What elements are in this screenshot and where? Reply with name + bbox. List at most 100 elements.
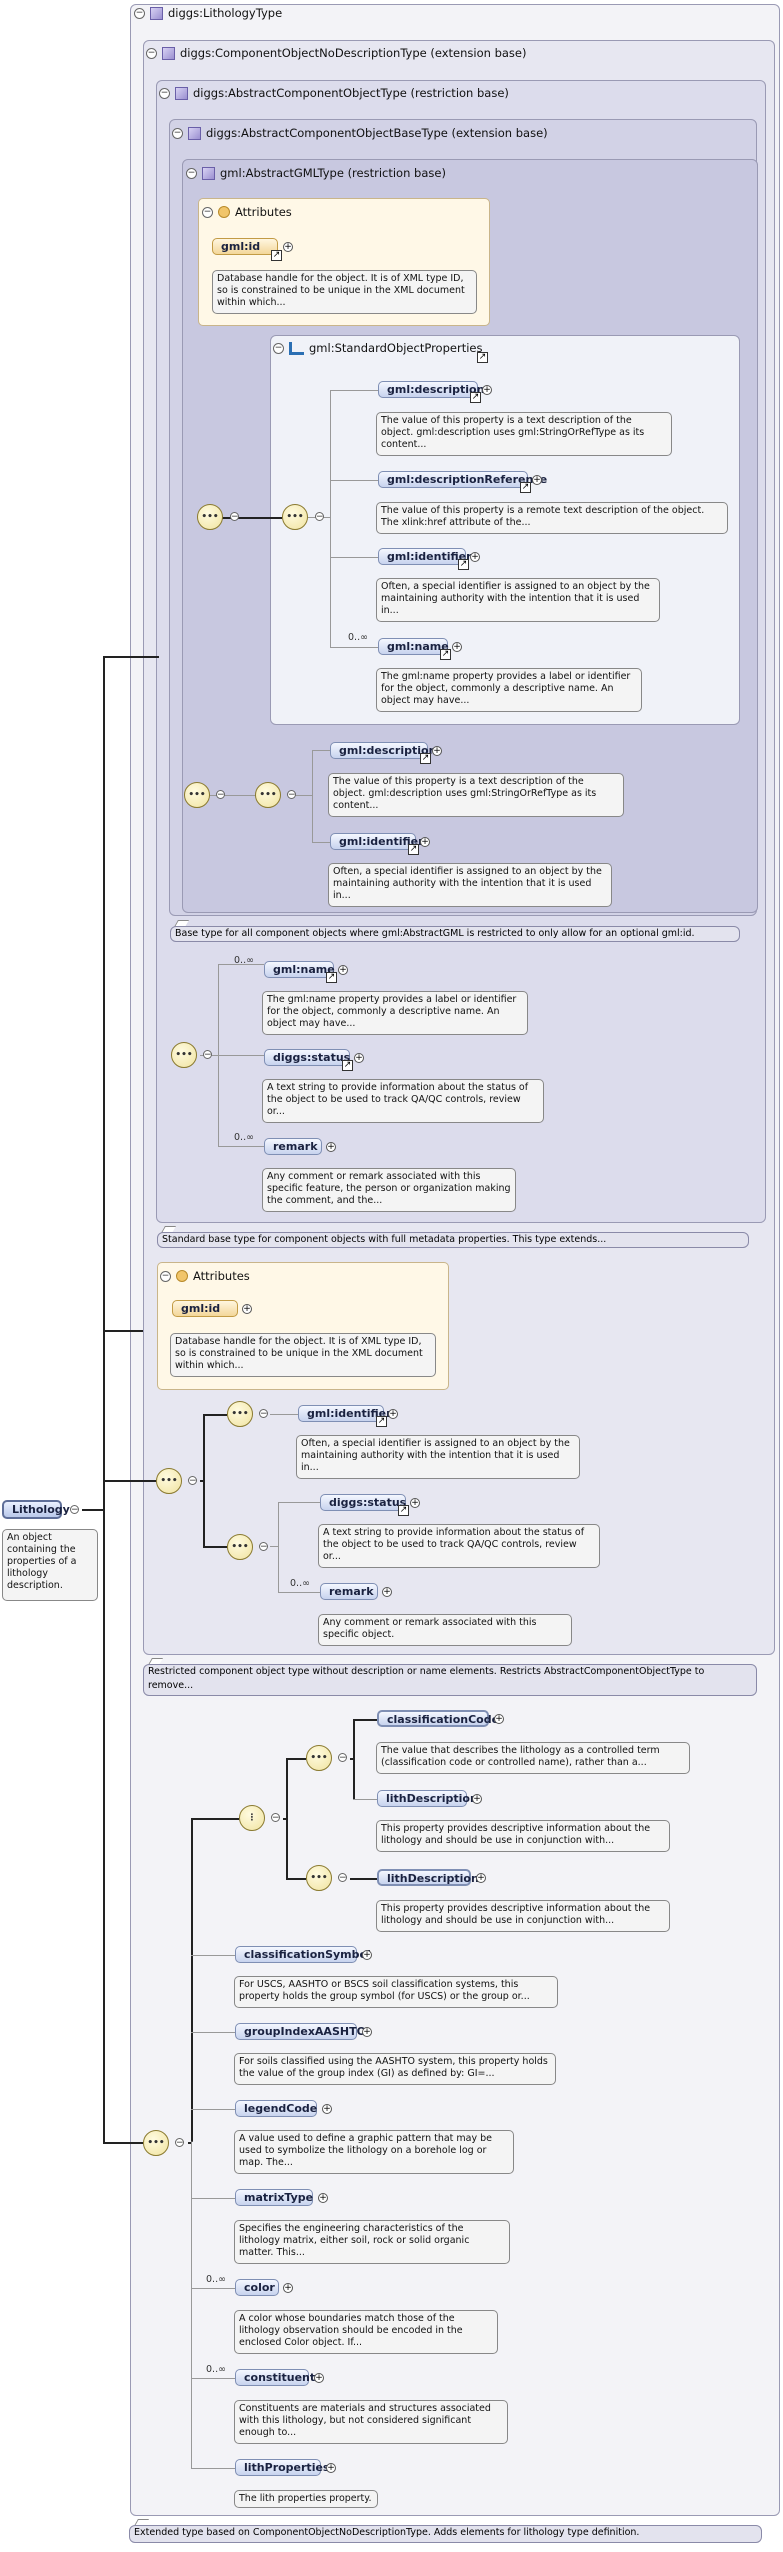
attribute-icon (218, 206, 230, 218)
attributes-header[interactable]: − Attributes (160, 1268, 250, 1284)
collapse-icon[interactable]: − (259, 1542, 268, 1552)
collapse-icon[interactable]: − (203, 1050, 212, 1060)
lith-description-element[interactable]: lithDescription (377, 1790, 478, 1807)
expand-plus-icon[interactable]: + (432, 746, 442, 756)
expand-plus-icon[interactable]: + (318, 2193, 328, 2203)
lithology-type-header[interactable]: − diggs:LithologyType (134, 5, 282, 21)
expand-plus-icon[interactable]: + (410, 1498, 420, 1508)
collapse-icon[interactable]: − (175, 2138, 184, 2148)
expand-plus-icon[interactable]: + (470, 552, 480, 562)
link-arrow-icon[interactable]: ↗ (520, 482, 531, 493)
collapse-icon[interactable]: − (271, 1813, 280, 1823)
lith-description-doc: This property provides descriptive infor… (376, 1820, 670, 1852)
expand-plus-icon[interactable]: + (326, 2463, 336, 2473)
remark-element[interactable]: remark (320, 1583, 378, 1600)
link-arrow-icon[interactable]: ↗ (470, 392, 481, 403)
gml-name-element[interactable]: gml:name (264, 961, 335, 978)
lith-properties-element[interactable]: lithProperties (235, 2459, 329, 2476)
diggs-status-element[interactable]: diggs:status (320, 1494, 406, 1511)
std-object-props-header[interactable]: − gml:StandardObjectProperties (273, 340, 482, 356)
component-no-desc-header[interactable]: − diggs:ComponentObjectNoDescriptionType… (146, 45, 527, 61)
link-arrow-icon[interactable]: ↗ (342, 1060, 353, 1071)
group-title: gml:StandardObjectProperties (309, 341, 483, 355)
occurrence-label: 0..∞ (234, 1132, 254, 1143)
collapse-icon[interactable]: − (202, 206, 213, 218)
expand-plus-icon[interactable]: + (354, 1053, 364, 1063)
abstract-gml-header[interactable]: − gml:AbstractGMLType (restriction base) (186, 165, 446, 181)
classification-symbol-element[interactable]: classificationSymbol (235, 1946, 371, 1963)
link-arrow-icon[interactable]: ↗ (398, 1505, 409, 1516)
expand-plus-icon[interactable]: + (476, 1873, 486, 1883)
expand-plus-icon[interactable]: + (482, 385, 492, 395)
abstract-component-base-header[interactable]: − diggs:AbstractComponentObjectBaseType … (172, 125, 548, 141)
diggs-status-doc: A text string to provide information abo… (318, 1524, 600, 1568)
expand-plus-icon[interactable]: + (420, 837, 430, 847)
collapse-icon[interactable]: − (230, 512, 239, 522)
link-arrow-icon[interactable]: ↗ (440, 649, 451, 660)
gml-description-element[interactable]: gml:description (378, 381, 484, 398)
collapse-icon[interactable]: − (160, 1270, 171, 1282)
collapse-icon[interactable]: − (134, 7, 145, 19)
expand-plus-icon[interactable]: + (283, 2283, 293, 2293)
expand-plus-icon[interactable]: + (472, 1794, 482, 1804)
expand-plus-icon[interactable]: + (494, 1714, 504, 1724)
collapse-icon[interactable]: − (172, 127, 183, 139)
collapse-icon[interactable]: − (146, 47, 157, 59)
expand-plus-icon[interactable]: + (382, 1587, 392, 1597)
link-arrow-icon[interactable]: ↗ (326, 972, 337, 983)
link-arrow-icon[interactable]: ↗ (271, 250, 282, 261)
link-arrow-icon[interactable]: ↗ (408, 844, 419, 855)
remark-element[interactable]: remark (264, 1138, 322, 1155)
collapse-icon[interactable]: − (273, 342, 284, 354)
link-arrow-icon[interactable]: ↗ (477, 352, 488, 363)
sequence-compositor-icon: ••• (227, 1534, 253, 1560)
link-arrow-icon[interactable]: ↗ (420, 753, 431, 764)
attributes-header[interactable]: − Attributes (202, 204, 292, 220)
gml-description-reference-element[interactable]: gml:descriptionReference (378, 471, 547, 488)
gml-description-element[interactable]: gml:description (330, 742, 436, 759)
expand-plus-icon[interactable]: + (362, 2027, 372, 2037)
constituent-element[interactable]: constituent (235, 2369, 315, 2386)
expand-plus-icon[interactable]: + (452, 642, 462, 652)
classification-symbol-doc: For USCS, AASHTO or BSCS soil classifica… (234, 1976, 558, 2008)
lith-description-element-2[interactable]: lithDescription (377, 1869, 479, 1886)
gml-identifier-element[interactable]: gml:identifier (378, 548, 472, 565)
gml-identifier-element[interactable]: gml:identifier (330, 833, 424, 850)
group-index-aashto-element[interactable]: groupIndexAASHTO (235, 2023, 366, 2040)
remark-doc: Any comment or remark associated with th… (262, 1168, 516, 1212)
attributes-title: Attributes (193, 1269, 250, 1283)
diggs-status-element[interactable]: diggs:status (264, 1049, 350, 1066)
color-element[interactable]: color (235, 2279, 279, 2296)
occurrence-label: 0..∞ (234, 955, 254, 966)
collapse-icon[interactable]: − (259, 1409, 268, 1419)
matrix-type-element[interactable]: matrixType (235, 2189, 313, 2206)
expand-plus-icon[interactable]: + (314, 2373, 324, 2383)
expand-plus-icon[interactable]: + (338, 965, 348, 975)
collapse-icon[interactable]: − (159, 87, 170, 99)
gml-id-attribute[interactable]: gml:id (212, 238, 278, 255)
expand-plus-icon[interactable]: + (322, 2104, 332, 2114)
collapse-icon[interactable]: − (216, 790, 225, 800)
collapse-icon[interactable]: − (186, 167, 197, 179)
expand-plus-icon[interactable]: + (362, 1950, 372, 1960)
link-arrow-icon[interactable]: ↗ (458, 559, 469, 570)
expand-plus-icon[interactable]: + (283, 242, 293, 252)
gml-identifier-element[interactable]: gml:identifier (298, 1405, 392, 1422)
lithology-root-element[interactable]: Lithology (2, 1500, 70, 1519)
collapse-icon[interactable]: − (338, 1753, 347, 1763)
classification-code-element[interactable]: classificationCode (377, 1710, 499, 1727)
gml-name-element[interactable]: gml:name (378, 638, 449, 655)
link-arrow-icon[interactable]: ↗ (376, 1416, 387, 1427)
collapse-icon[interactable]: − (188, 1476, 197, 1486)
collapse-icon[interactable]: − (287, 790, 296, 800)
gml-id-attribute[interactable]: gml:id (172, 1300, 238, 1317)
expand-plus-icon[interactable]: + (388, 1409, 398, 1419)
collapse-icon[interactable]: − (315, 512, 324, 522)
legend-code-element[interactable]: legendCode (235, 2100, 317, 2117)
collapse-icon[interactable]: − (338, 1873, 347, 1883)
expand-plus-icon[interactable]: + (532, 475, 542, 485)
expand-plus-icon[interactable]: + (326, 1142, 336, 1152)
collapse-icon[interactable]: − (70, 1505, 79, 1515)
expand-plus-icon[interactable]: + (242, 1304, 252, 1314)
abstract-component-header[interactable]: − diggs:AbstractComponentObjectType (res… (159, 85, 509, 101)
